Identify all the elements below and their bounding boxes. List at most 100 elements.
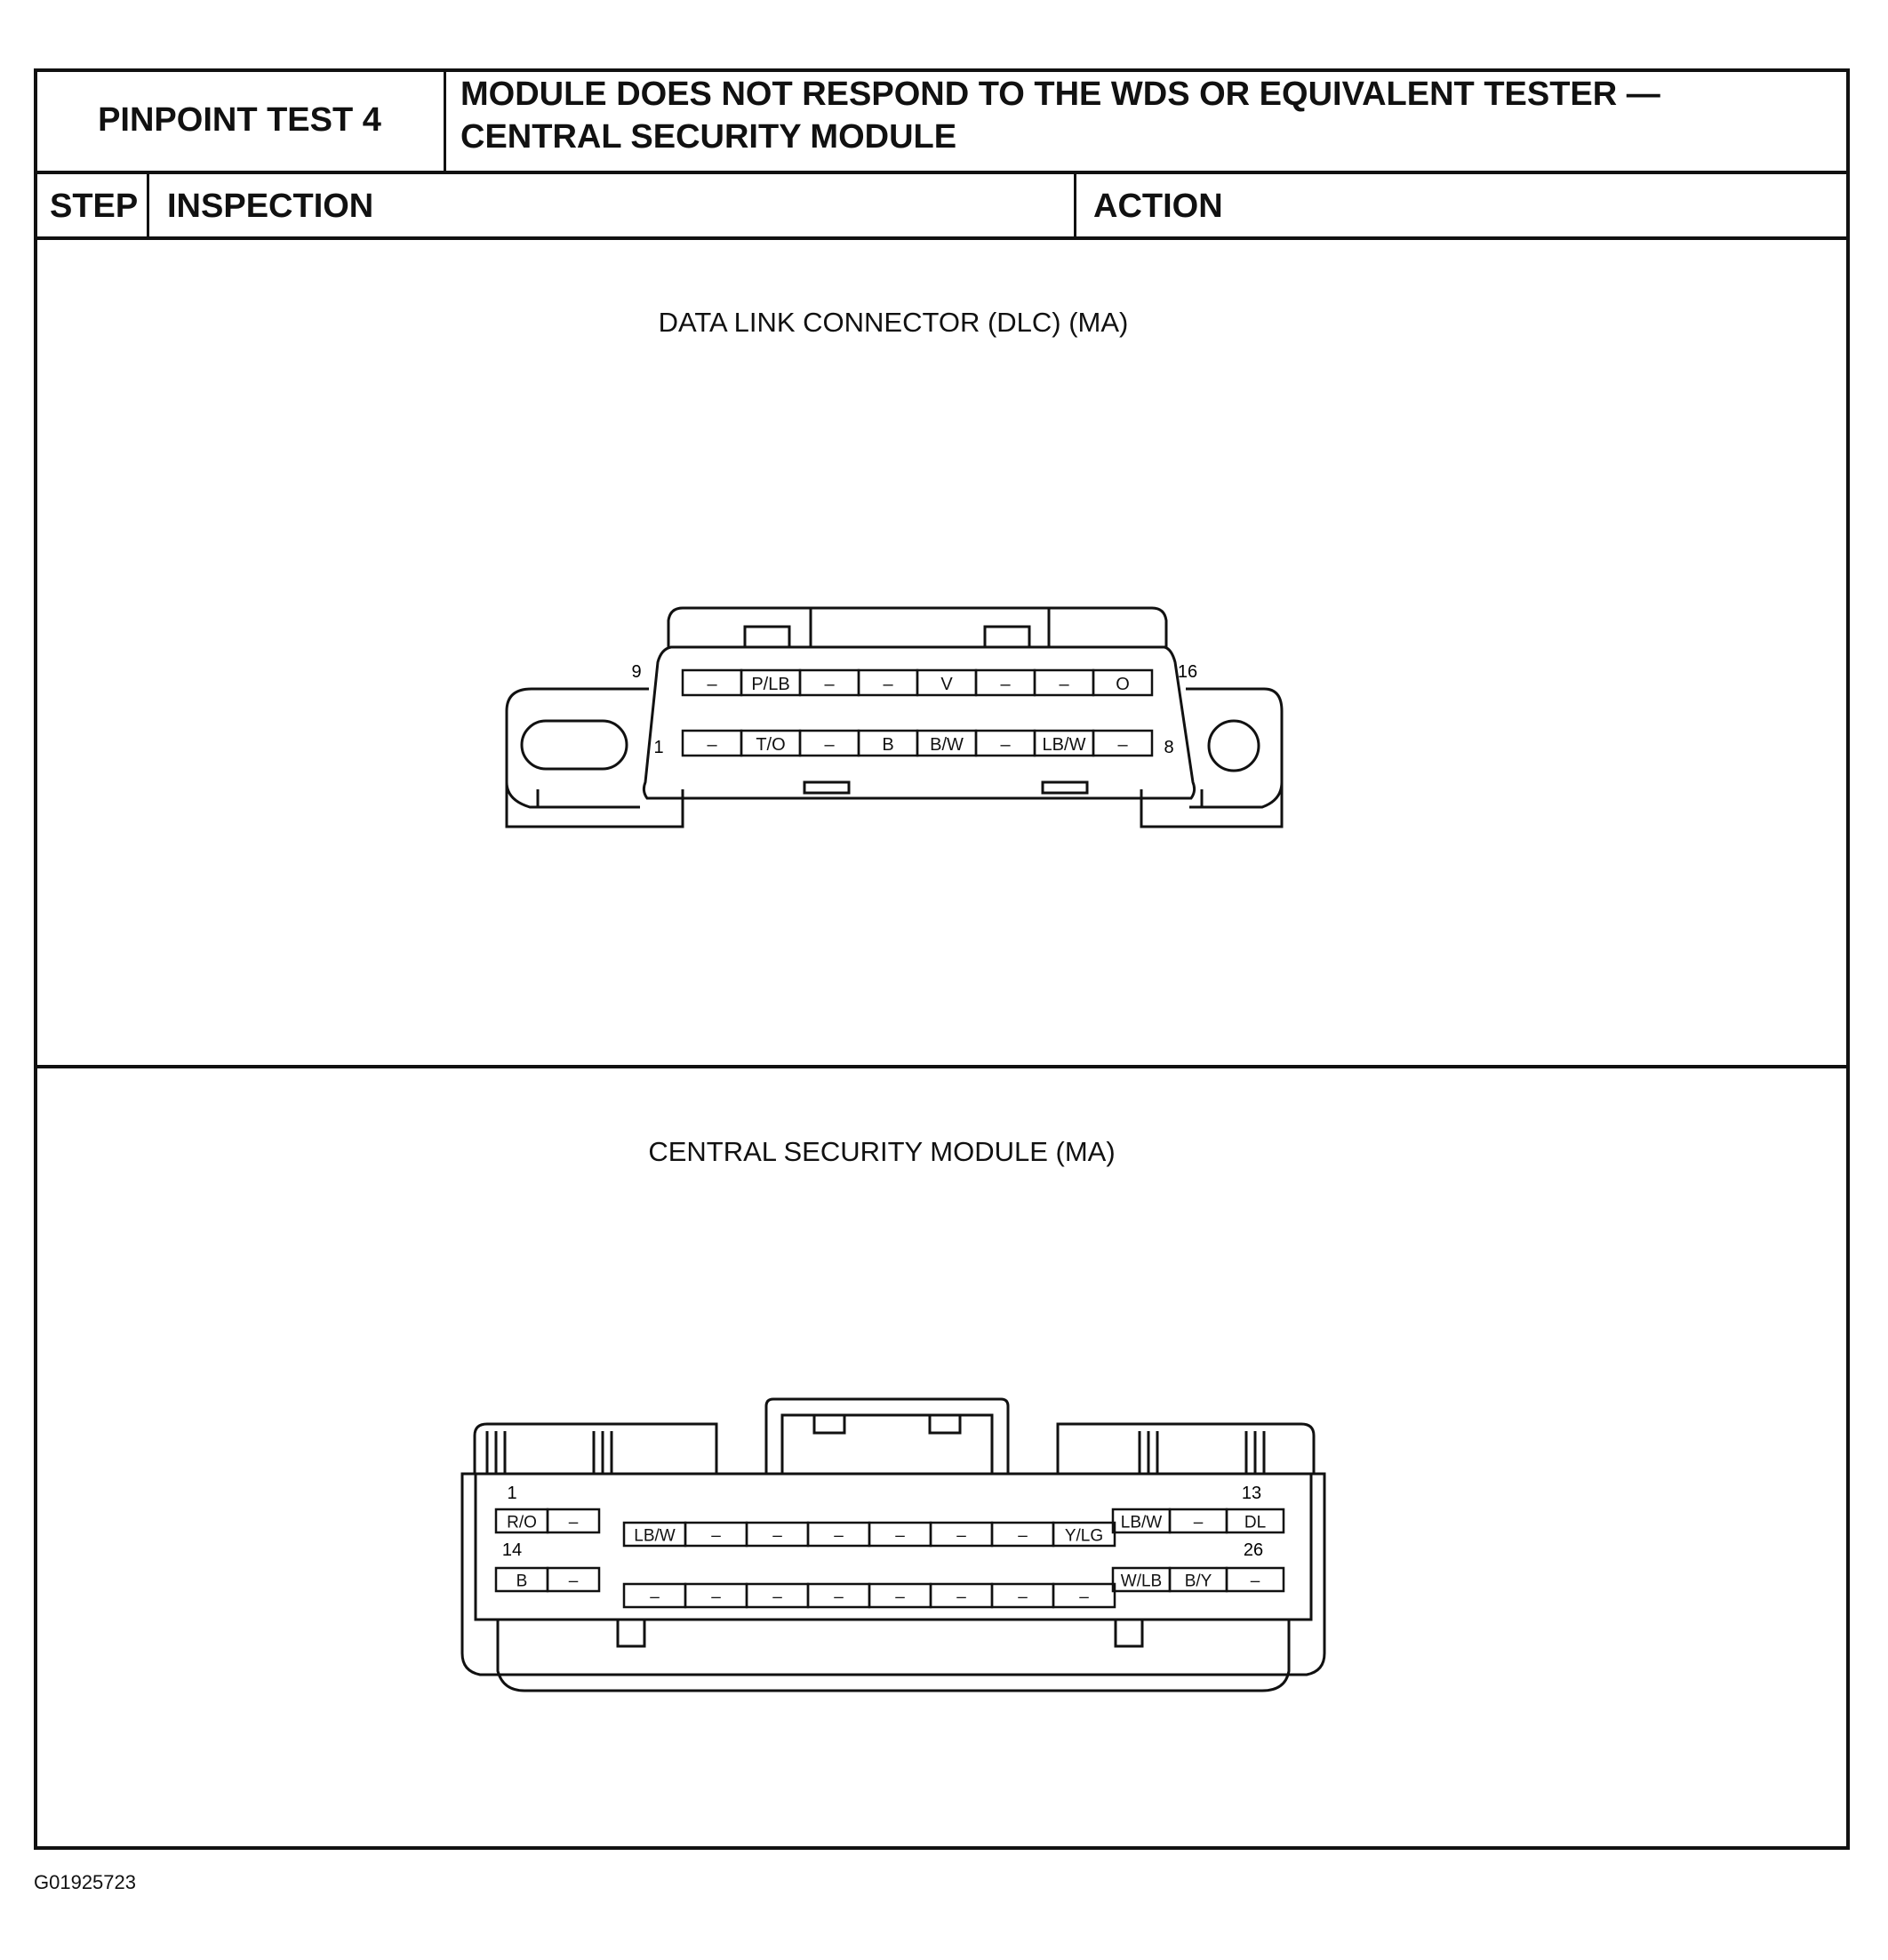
- csm-top-middle-pin-label: –: [772, 1526, 782, 1545]
- csm-top-middle-pin-label: –: [895, 1526, 905, 1545]
- dlc-bottom-pin-label: B/W: [930, 735, 964, 755]
- csm-bottom-right-pin-label: B/Y: [1185, 1572, 1212, 1590]
- dlc-top-pin-label: –: [824, 675, 835, 694]
- csm-connector-drawing: [460, 1397, 1326, 1692]
- dlc-bottom-pin-label: –: [1117, 735, 1128, 755]
- csm-bottom-middle-pin-label: –: [1079, 1588, 1089, 1606]
- csm-bottom-middle-pin-label: –: [650, 1588, 660, 1606]
- csm-bottom-right-pin-label: –: [1251, 1572, 1260, 1590]
- dlc-bottom-pin-label: B: [882, 735, 893, 755]
- csm-top-middle-pin-label: –: [956, 1526, 966, 1545]
- dlc-top-pin-label: –: [707, 675, 717, 694]
- csm-pin14-label: 14: [502, 1540, 522, 1560]
- header-divider: [444, 68, 446, 172]
- dlc-outline-right: [1186, 687, 1284, 809]
- csm-pin1-label: 1: [507, 1484, 516, 1503]
- csm-caption: CENTRAL SECURITY MODULE (MA): [648, 1136, 1116, 1167]
- dlc-bottom-pin-label: –: [824, 735, 835, 755]
- csm-bottom-middle-pin-label: –: [1018, 1588, 1028, 1606]
- csm-bottom-left-pin-label: B: [516, 1572, 528, 1590]
- csm-top-middle-pin-label: –: [1018, 1526, 1028, 1545]
- dlc-pin1-label: 1: [653, 738, 663, 757]
- dlc-top-pin-label: P/LB: [751, 675, 789, 694]
- dlc-top-pin-label: –: [1000, 675, 1011, 694]
- dlc-bottom-pin-label: LB/W: [1043, 735, 1086, 755]
- dlc-bottom-tab-right: [1041, 780, 1089, 795]
- csm-top-right-pin-label: –: [1194, 1513, 1204, 1532]
- csm-bottom-skirt: [496, 1620, 1291, 1692]
- csm-bottom-right-pin-label: W/LB: [1121, 1572, 1162, 1590]
- test-title-line-1: MODULE DOES NOT RESPOND TO THE WDS OR EQ…: [460, 76, 1660, 113]
- dlc-top-cover: [667, 606, 1168, 647]
- csm-top-middle-pin-label: Y/LG: [1065, 1526, 1103, 1545]
- csm-top-latch: [764, 1397, 1010, 1474]
- csm-top-middle-pin-label: LB/W: [634, 1526, 676, 1545]
- csm-top-middle-pin-cell: [1052, 1521, 1116, 1548]
- dlc-outline-left: [505, 687, 649, 809]
- csm-top-left-pin-cell: [546, 1508, 601, 1534]
- csm-pin13-label: 13: [1242, 1484, 1261, 1503]
- dlc-left-foot: [505, 782, 684, 828]
- dlc-pin9-label: 9: [631, 662, 641, 682]
- dlc-pin16-label: 16: [1178, 662, 1197, 682]
- dlc-top-pin-label: –: [883, 675, 893, 694]
- dlc-right-step: [1200, 789, 1246, 809]
- dlc-top-pin-label: V: [940, 675, 953, 694]
- dlc-bottom-tab-left: [803, 780, 851, 795]
- dlc-pin-rows: – P/LB – – V – – O – T/O – B B/W – LB/W –: [681, 668, 1154, 757]
- csm-housing: [473, 1422, 1316, 1476]
- csm-latch-window-left: [812, 1413, 846, 1435]
- dlc-caption: DATA LINK CONNECTOR (DLC) (MA): [658, 307, 1129, 338]
- csm-bottom-left-pin-label: –: [569, 1572, 579, 1590]
- csm-bottom-middle-pin-label: –: [711, 1588, 721, 1606]
- dlc-bottom-pin-label: –: [707, 735, 717, 755]
- column-header-rule: [34, 236, 1850, 240]
- csm-top-middle-pin-label: –: [711, 1526, 721, 1545]
- csm-bottom-middle-pin-label: –: [834, 1588, 844, 1606]
- dlc-right-foot: [1140, 782, 1284, 828]
- csm-bottom-right-pin-cell: [1225, 1566, 1285, 1593]
- action-column-divider: [1074, 172, 1076, 238]
- figure-id: G01925723: [34, 1871, 136, 1893]
- dlc-left-oval-hole: [520, 719, 628, 771]
- dlc-left-step: [536, 789, 631, 809]
- column-header-action: ACTION: [1093, 187, 1223, 225]
- csm-top-right-pin-cell: [1225, 1508, 1285, 1534]
- csm-top-middle-pin-label: –: [834, 1526, 844, 1545]
- dlc-bottom-pin-cell: [1092, 729, 1154, 757]
- csm-bottom-left-pin-cell: [546, 1566, 601, 1593]
- csm-bottom-middle-pin-label: –: [895, 1588, 905, 1606]
- csm-bottom-middle-pin-cell: [1052, 1582, 1116, 1609]
- dlc-pin8-label: 8: [1164, 738, 1173, 757]
- csm-notch-left: [616, 1620, 646, 1648]
- section-divider: [34, 1065, 1850, 1068]
- dlc-top-pin-label: O: [1116, 675, 1130, 694]
- csm-pin26-label: 26: [1244, 1540, 1263, 1560]
- dlc-latch-left: [743, 625, 791, 649]
- dlc-latch-right: [983, 625, 1031, 649]
- csm-inner-body: [474, 1472, 1313, 1621]
- dlc-top-pin-label: –: [1059, 675, 1069, 694]
- pinpoint-test-label: PINPOINT TEST 4: [98, 101, 381, 139]
- csm-top-right-pin-label: LB/W: [1121, 1513, 1163, 1532]
- header-bottom-rule: [34, 171, 1850, 174]
- dlc-right-round-hole: [1207, 719, 1260, 772]
- test-table-frame: [34, 68, 1850, 1850]
- csm-body: [460, 1472, 1326, 1676]
- test-title-line-2: CENTRAL SECURITY MODULE: [460, 118, 957, 156]
- csm-bottom-middle-pin-label: –: [772, 1588, 782, 1606]
- step-column-divider: [147, 172, 149, 238]
- column-header-inspection: INSPECTION: [167, 187, 374, 225]
- csm-notch-right: [1114, 1620, 1144, 1648]
- csm-bottom-middle-pin-label: –: [956, 1588, 966, 1606]
- dlc-top-pin-cell: [1092, 668, 1154, 697]
- column-header-step: STEP: [50, 187, 139, 225]
- dlc-bottom-pin-label: T/O: [756, 735, 785, 755]
- csm-latch-inner: [780, 1413, 994, 1474]
- dlc-bottom-pin-label: –: [1000, 735, 1011, 755]
- dlc-housing: [642, 645, 1196, 800]
- csm-top-right-pin-label: DL: [1244, 1513, 1266, 1532]
- csm-latch-window-right: [928, 1413, 962, 1435]
